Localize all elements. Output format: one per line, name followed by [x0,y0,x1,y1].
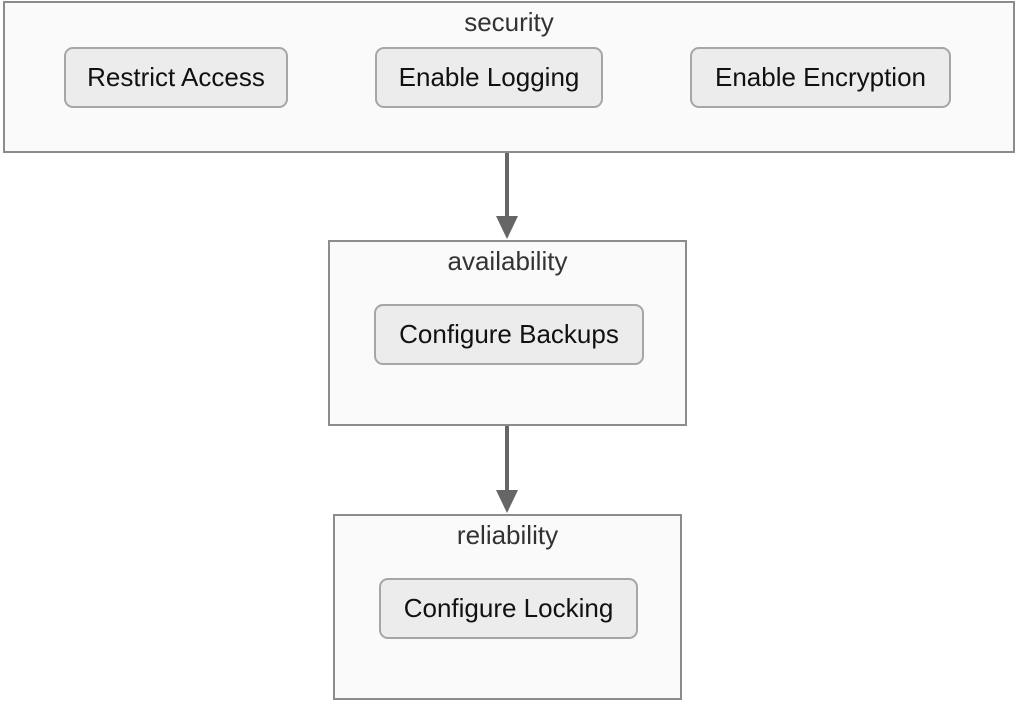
cluster-availability: availability Configure Backups [328,240,687,426]
cluster-title-security: security [464,7,554,37]
node-configure-locking[interactable]: Configure Locking [379,578,638,639]
node-enable-encryption[interactable]: Enable Encryption [690,47,951,108]
node-configure-backups[interactable]: Configure Backups [374,304,644,365]
node-enable-logging[interactable]: Enable Logging [375,47,603,108]
cluster-title-reliability: reliability [456,520,559,550]
edge-security-to-availability [496,153,518,239]
cluster-reliability: reliability Configure Locking [333,514,682,700]
cluster-title-availability: availability [447,246,568,276]
node-restrict-access[interactable]: Restrict Access [64,47,288,108]
edge-availability-to-reliability [496,426,518,513]
